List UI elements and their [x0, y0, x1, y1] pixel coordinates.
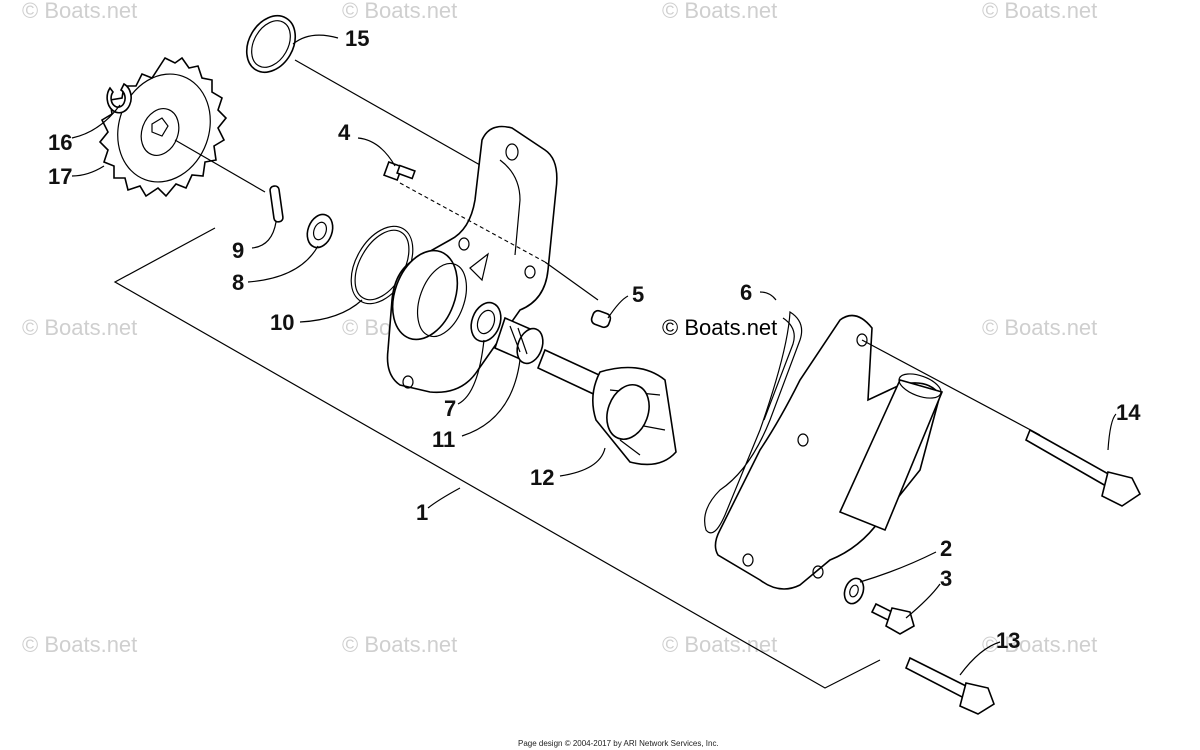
callout-15: 15 [345, 26, 369, 51]
circlip-16 [106, 82, 132, 114]
oil-seal-7 [470, 301, 502, 343]
callout-11: 11 [432, 427, 455, 452]
callout-8: 8 [232, 270, 244, 295]
watermark: © Boats.net [22, 0, 137, 23]
impeller-12 [536, 348, 677, 466]
watermark: © Boats.net [982, 0, 1097, 23]
bolt-3 [870, 602, 915, 635]
pump-cover [714, 314, 1041, 590]
pump-body [386, 125, 599, 394]
bolt-4 [383, 161, 416, 181]
callout-17: 17 [48, 164, 72, 189]
pin-9 [269, 185, 284, 223]
watermark: © Boats.net [342, 0, 457, 23]
leader-lines [71, 34, 1117, 676]
watermark: © Boats.net [22, 315, 137, 340]
callout-1: 1 [416, 500, 428, 525]
dowel-5 [590, 309, 612, 329]
o-ring-15 [245, 14, 481, 166]
watermark-center: © Boats.net [662, 315, 777, 340]
washer-8 [306, 213, 334, 249]
callout-2: 2 [940, 536, 952, 561]
callout-10: 10 [270, 310, 294, 335]
callout-16: 16 [48, 130, 72, 155]
gasket-6 [704, 310, 803, 534]
callout-14: 14 [1116, 400, 1141, 425]
assembly-bracket [113, 227, 881, 689]
callout-3: 3 [940, 566, 952, 591]
bolt-14 [1024, 428, 1142, 507]
callout-9: 9 [232, 238, 244, 263]
mechanical-seal-11 [494, 316, 544, 365]
callout-5: 5 [632, 282, 644, 307]
washer-2 [843, 577, 865, 605]
callout-13: 13 [996, 628, 1020, 653]
callout-4: 4 [338, 120, 351, 145]
watermark: © Boats.net [342, 632, 457, 657]
callout-6: 6 [740, 280, 752, 305]
bolt-13 [904, 656, 995, 715]
footer-copyright: Page design © 2004-2017 by ARI Network S… [518, 739, 719, 748]
watermark: © Boats.net [982, 632, 1097, 657]
watermark: © Boats.net [22, 632, 137, 657]
watermark: © Boats.net [982, 315, 1097, 340]
drive-gear-17 [98, 56, 266, 198]
callout-labels: 1 2 3 4 5 6 7 8 9 10 11 12 13 14 15 16 1… [48, 26, 1141, 653]
callout-12: 12 [530, 465, 554, 490]
callout-7: 7 [444, 396, 456, 421]
watermark: © Boats.net [662, 0, 777, 23]
watermark: © Boats.net [662, 632, 777, 657]
